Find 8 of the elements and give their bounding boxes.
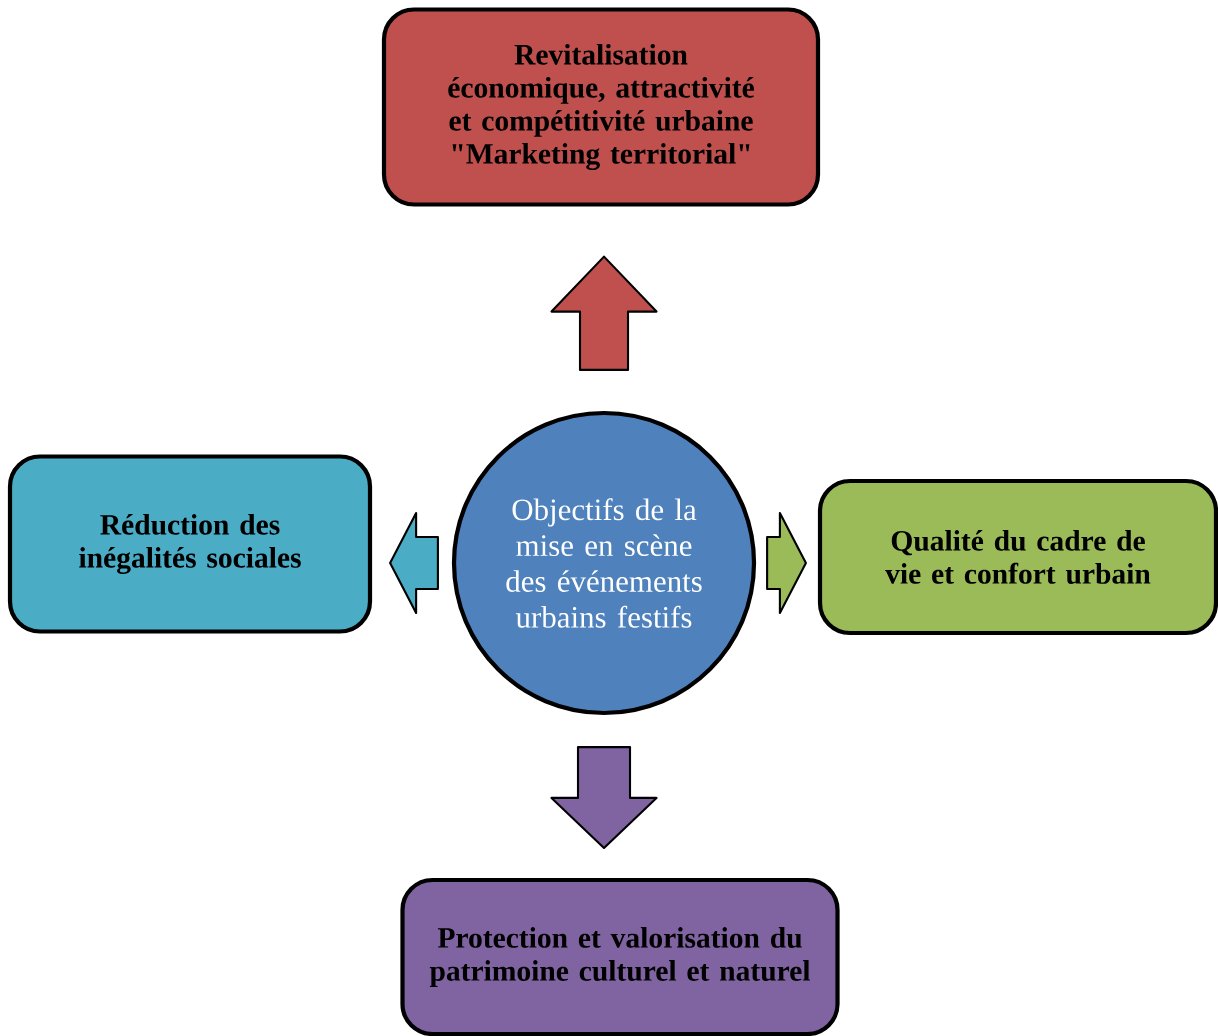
objective-box: Qualité du cadre de vie et confort urbain [817,478,1218,636]
block-arrow [550,255,658,371]
objective-box: Protection et valorisation du patrimoine culturel et naturel [400,877,840,1036]
block-arrow [766,511,807,615]
objective-box: Réduction des inégalités sociales [7,454,373,634]
block-arrow [550,746,658,849]
objective-box: Revitalisation économique, attractivité et compétitivité urbaine "Marketing territorial" [381,7,821,207]
block-arrow [389,511,439,615]
